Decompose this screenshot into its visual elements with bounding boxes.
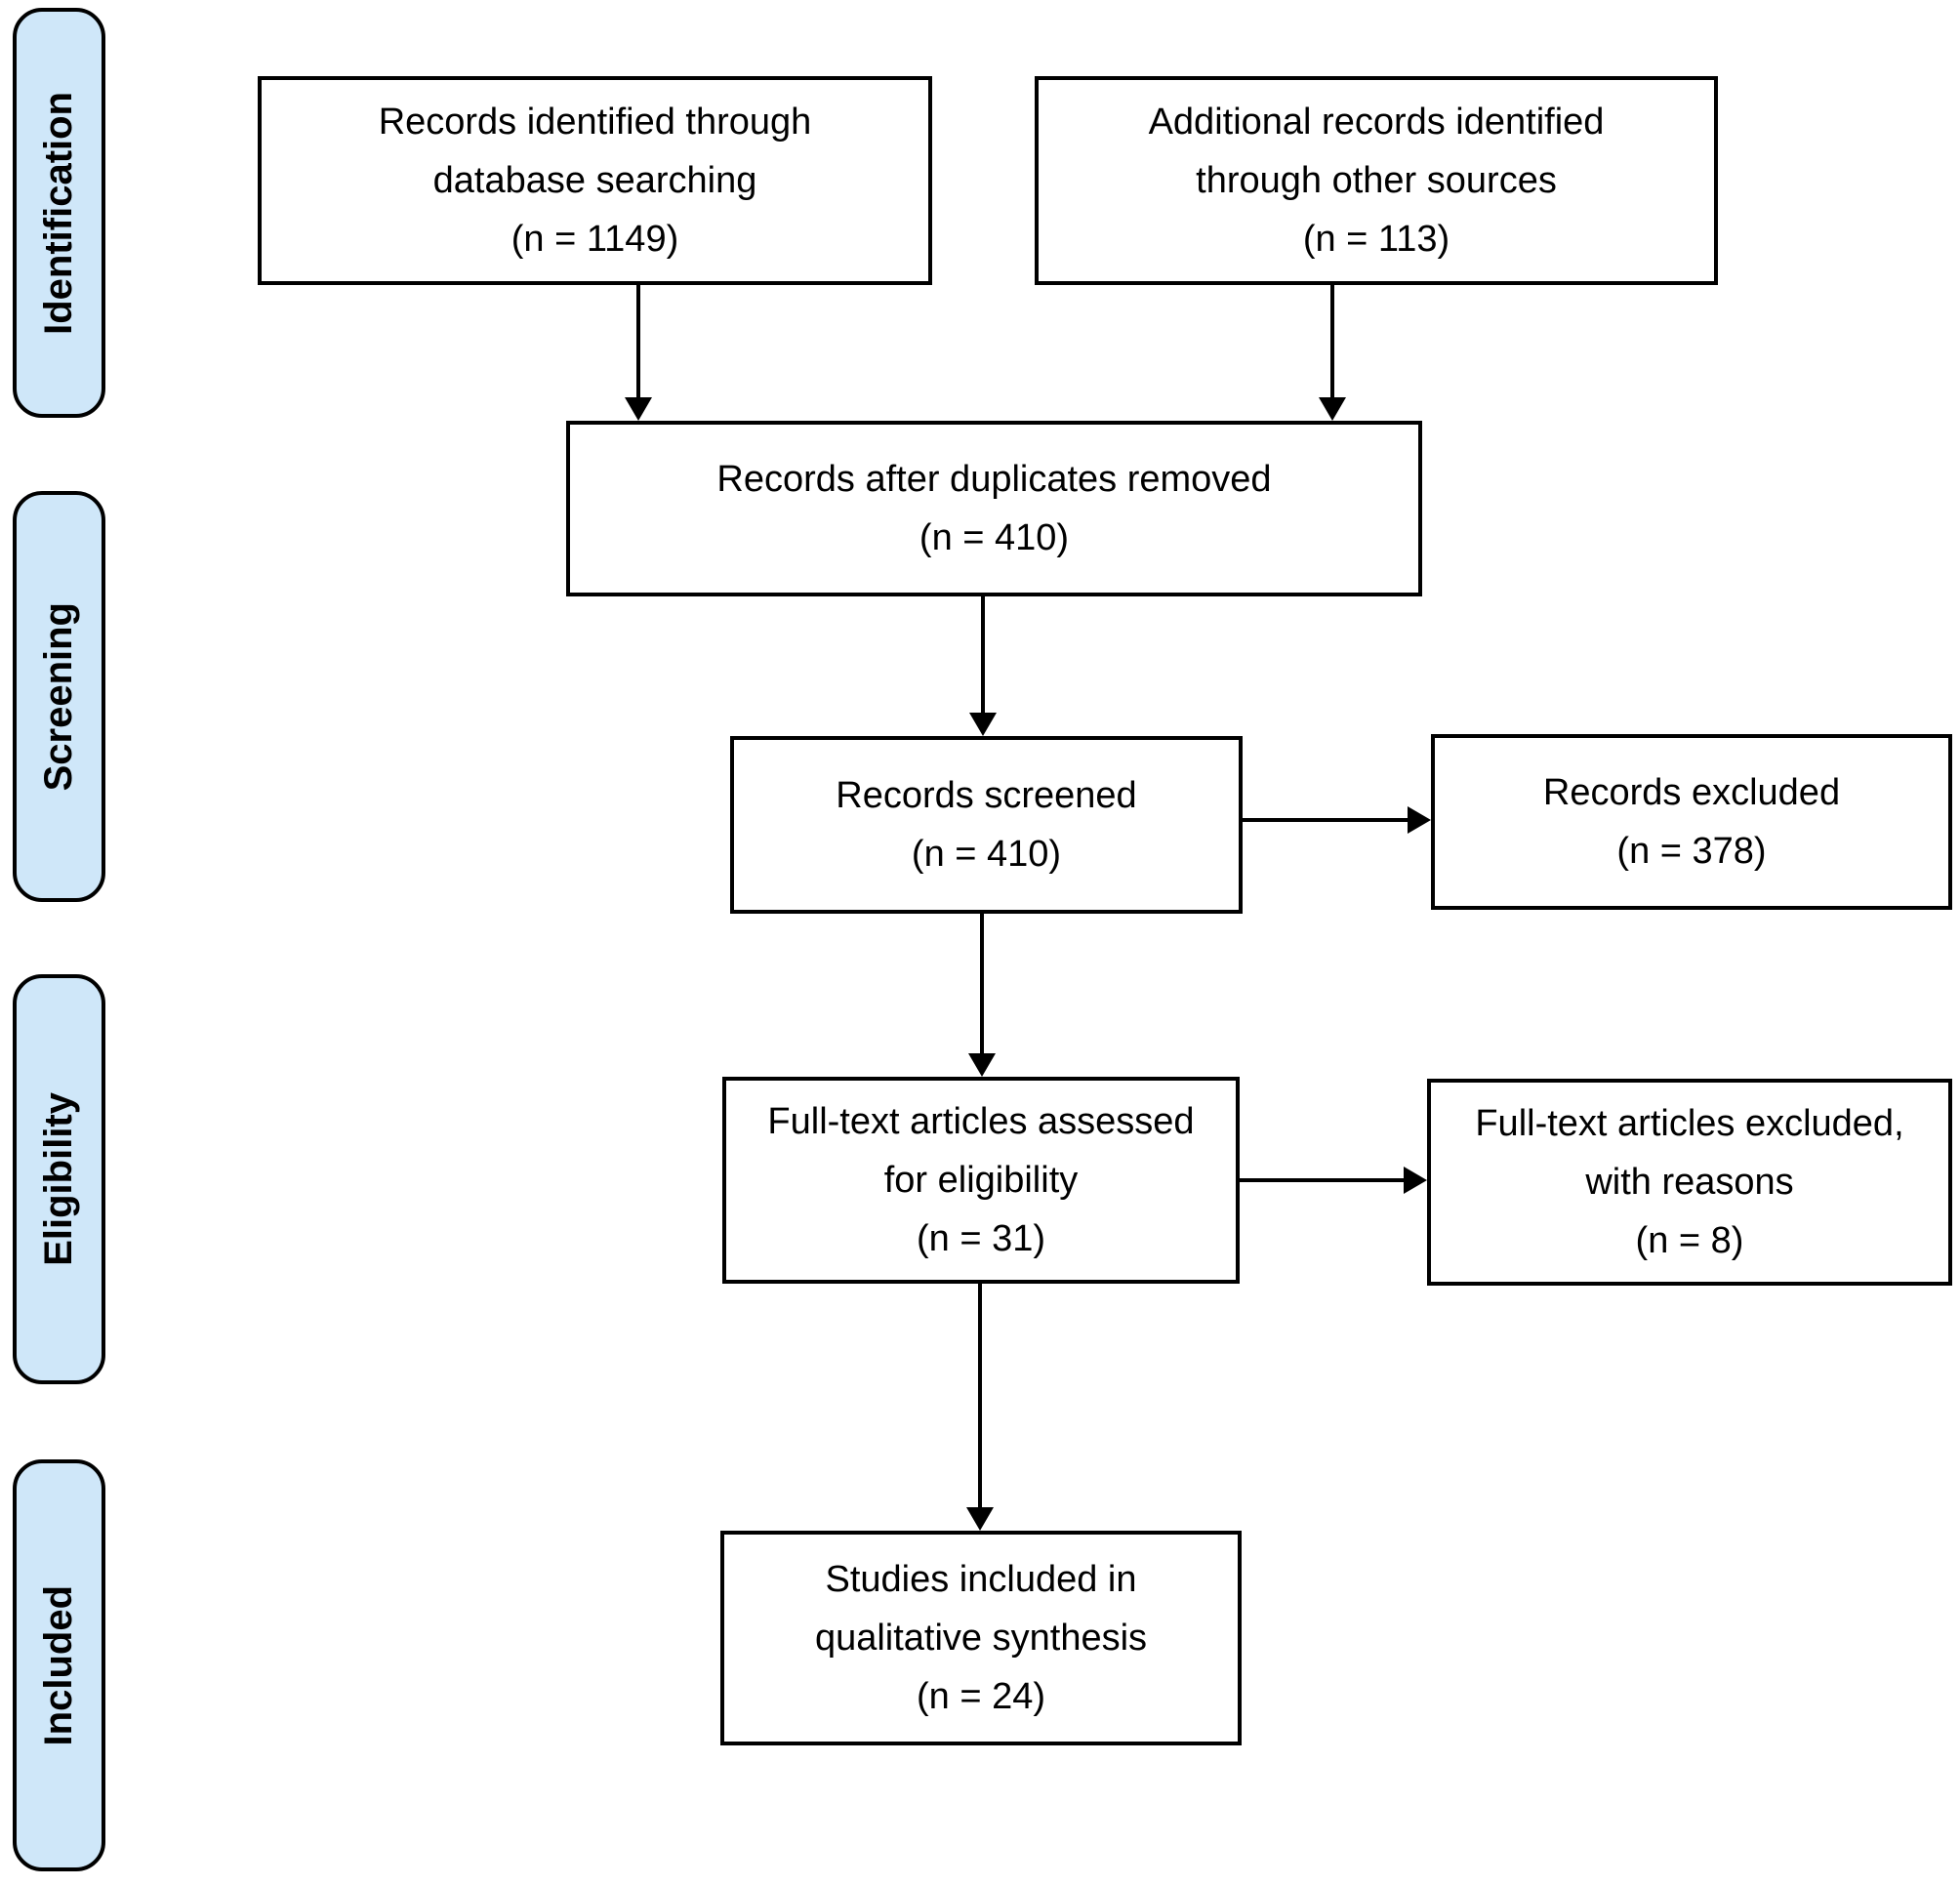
stage-label-included: Included xyxy=(37,1584,80,1746)
arrow-fulltext-to-excluded xyxy=(1240,1178,1404,1182)
box-text-line: database searching xyxy=(432,160,757,201)
arrow-screened-to-excluded xyxy=(1243,818,1408,822)
box-text-line: Records identified through xyxy=(378,102,812,143)
stage-label-screening: Screening xyxy=(37,601,80,792)
arrow-fulltext-to-included xyxy=(978,1284,982,1507)
box-text-line: Studies included in xyxy=(825,1559,1137,1600)
box-text-line: (n = 8) xyxy=(1635,1220,1744,1261)
stage-pill-included: Included xyxy=(13,1459,105,1871)
box-text-line: Full-text articles excluded, xyxy=(1475,1103,1904,1144)
box-text-line: (n = 31) xyxy=(916,1218,1046,1259)
box-text-line: (n = 1149) xyxy=(510,219,679,260)
box-text-line: (n = 113) xyxy=(1302,219,1450,260)
flow-box-fulltext-assessed: Full-text articles assessed for eligibil… xyxy=(722,1077,1240,1284)
flow-box-fulltext-excluded: Full-text articles excluded, with reason… xyxy=(1427,1079,1952,1286)
stage-label-eligibility: Eligibility xyxy=(37,1092,80,1266)
stage-pill-screening: Screening xyxy=(13,491,105,902)
stage-label-identification: Identification xyxy=(37,91,80,335)
box-text-line: (n = 410) xyxy=(919,517,1070,558)
box-text-line: Full-text articles assessed xyxy=(767,1101,1195,1142)
arrow-screened-to-fulltext xyxy=(980,914,984,1053)
flow-box-additional-records: Additional records identified through ot… xyxy=(1035,76,1718,285)
flow-box-records-excluded: Records excluded (n = 378) xyxy=(1431,734,1952,910)
flow-box-records-screened: Records screened (n = 410) xyxy=(730,736,1243,914)
box-text-line: Records excluded xyxy=(1542,772,1841,813)
arrow-duplicates-to-screened xyxy=(981,596,985,713)
flow-box-studies-included: Studies included in qualitative synthesi… xyxy=(720,1531,1242,1745)
stage-pill-eligibility: Eligibility xyxy=(13,974,105,1384)
box-text-line: Additional records identified xyxy=(1148,102,1605,143)
flow-box-records-identified: Records identified through database sear… xyxy=(258,76,932,285)
box-text-line: qualitative synthesis xyxy=(814,1618,1148,1659)
box-text-line: through other sources xyxy=(1196,160,1557,201)
arrow-identified-to-duplicates xyxy=(636,285,640,397)
arrow-additional-to-duplicates xyxy=(1330,285,1334,397)
box-text-line: Records after duplicates removed xyxy=(716,459,1272,500)
box-text-line: for eligibility xyxy=(883,1160,1079,1201)
box-text-line: Records screened xyxy=(836,775,1137,816)
box-text-line: (n = 378) xyxy=(1616,831,1767,872)
box-text-line: with reasons xyxy=(1585,1162,1794,1203)
box-text-line: (n = 410) xyxy=(911,834,1062,875)
box-text-line: (n = 24) xyxy=(916,1676,1046,1717)
stage-pill-identification: Identification xyxy=(13,8,105,418)
flow-box-after-duplicates: Records after duplicates removed (n = 41… xyxy=(566,421,1422,596)
